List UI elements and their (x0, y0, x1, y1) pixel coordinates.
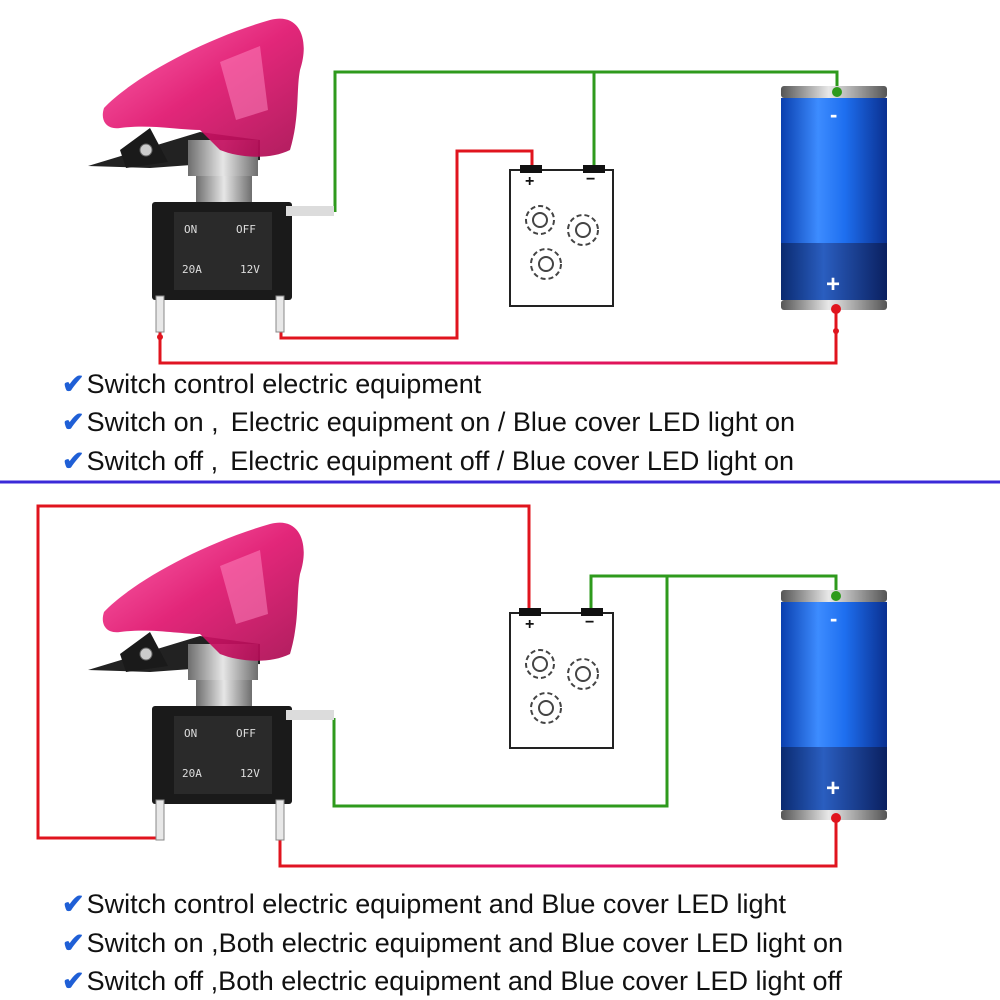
battery-plus: + (826, 775, 840, 802)
section-2-line-3: ✔Switch off ,Both electric equipment and… (62, 965, 842, 997)
label-20a: 20A (182, 767, 202, 780)
check-icon: ✔ (62, 369, 85, 399)
gear-icon (525, 649, 599, 724)
section-1-line-1: ✔Switch control electric equipment (62, 368, 481, 400)
line-detail: Electric equipment on / Blue cover LED l… (230, 407, 795, 437)
line-detail: Electric equipment off / Blue cover LED … (230, 446, 794, 476)
battery-plus: + (826, 271, 840, 298)
wire-red (278, 810, 838, 868)
label-12v: 12V (240, 767, 260, 780)
line-text: Switch on ,Both electric equipment and B… (86, 928, 844, 958)
line-text: Switch off ,Both electric equipment and … (86, 966, 843, 996)
electric-equipment: + − (509, 165, 614, 307)
label-off: OFF (236, 727, 256, 740)
battery-minus: - (830, 102, 837, 127)
battery-minus: - (830, 606, 837, 631)
line-text: Switch off , (86, 446, 219, 476)
line-text: Switch control electric equipment (86, 369, 482, 399)
gear-icon (525, 205, 599, 280)
wire-red (279, 149, 534, 340)
terminal-minus: − (585, 614, 594, 631)
label-on: ON (184, 223, 197, 236)
check-icon: ✔ (62, 928, 85, 958)
check-icon: ✔ (62, 889, 85, 919)
section-2-line-1: ✔Switch control electric equipment and B… (62, 888, 786, 920)
wire-green (333, 70, 839, 212)
electric-equipment: + − (509, 608, 614, 749)
wire-green (589, 574, 838, 608)
toggle-switch: ON OFF 20A 12V (88, 522, 334, 841)
battery: - + (781, 590, 887, 823)
wire-red (158, 300, 838, 365)
section-2-diagram: ON OFF 20A 12V + − (36, 504, 887, 868)
line-text: Switch control electric equipment and Bl… (86, 889, 786, 919)
label-on: ON (184, 727, 197, 740)
label-20a: 20A (182, 263, 202, 276)
battery: - + (781, 86, 887, 314)
terminal-plus: + (525, 173, 534, 190)
terminal-minus: − (586, 171, 595, 188)
label-off: OFF (236, 223, 256, 236)
section-2-line-2: ✔Switch on ,Both electric equipment and … (62, 927, 843, 959)
section-1-line-3: ✔Switch off , Electric equipment off / Bl… (62, 445, 794, 477)
section-1-diagram: ON OFF 20A 12V + − (88, 18, 887, 365)
wire-green (332, 576, 669, 808)
label-12v: 12V (240, 263, 260, 276)
section-1-line-2: ✔Switch on , Electric equipment on / Blue… (62, 406, 795, 438)
wire-red (36, 504, 531, 840)
check-icon: ✔ (62, 966, 85, 996)
line-text: Switch on , (86, 407, 219, 437)
check-icon: ✔ (62, 446, 85, 476)
check-icon: ✔ (62, 407, 85, 437)
terminal-plus: + (525, 616, 534, 633)
toggle-switch: ON OFF 20A 12V (88, 18, 334, 333)
